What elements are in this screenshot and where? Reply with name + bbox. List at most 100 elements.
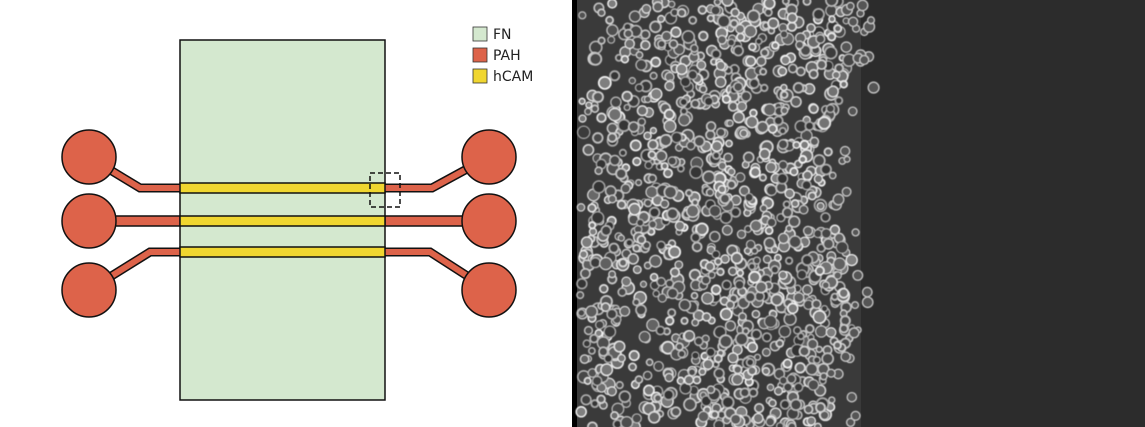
cell	[794, 362, 806, 374]
cell-cluster	[575, 0, 880, 427]
cell	[706, 385, 716, 394]
cell	[636, 105, 648, 117]
cell	[726, 179, 737, 190]
cell	[847, 16, 859, 27]
cell	[738, 185, 750, 197]
legend-item-hcam: hCAM	[472, 68, 533, 85]
cell	[716, 267, 725, 277]
cell	[781, 207, 794, 219]
cell	[608, 242, 620, 254]
cell	[808, 103, 819, 114]
cell	[802, 170, 813, 181]
cell	[797, 332, 805, 341]
cell	[632, 244, 641, 253]
cell	[711, 140, 723, 152]
cell	[716, 14, 731, 29]
cell	[647, 173, 658, 184]
cell	[808, 68, 819, 80]
cell	[708, 204, 722, 218]
cell	[795, 66, 806, 77]
cell	[727, 167, 736, 176]
cell	[709, 230, 721, 243]
cell	[725, 300, 735, 310]
cell	[666, 207, 679, 220]
cell	[596, 394, 606, 404]
cell	[764, 314, 778, 328]
cell	[787, 63, 798, 74]
cell	[792, 141, 801, 149]
cell	[754, 291, 765, 302]
cell	[600, 302, 611, 313]
cell	[686, 204, 700, 218]
cell	[591, 375, 603, 387]
legend-swatch-fn	[472, 26, 488, 42]
cell	[744, 291, 757, 303]
cell	[657, 293, 667, 303]
cell	[621, 90, 633, 103]
cell	[607, 35, 616, 44]
cell	[729, 19, 739, 29]
cell	[607, 194, 617, 204]
cell	[607, 0, 618, 9]
cell	[697, 410, 710, 423]
cell	[731, 373, 744, 386]
cell	[756, 120, 769, 134]
cell	[851, 301, 860, 310]
cell	[577, 308, 586, 317]
cell	[782, 358, 793, 369]
cell	[576, 278, 588, 290]
cell	[621, 276, 632, 287]
cell	[839, 145, 851, 157]
cell	[587, 346, 596, 355]
cell	[753, 353, 762, 361]
cell	[764, 226, 774, 235]
cell	[635, 58, 648, 71]
cell	[670, 8, 679, 17]
cell	[767, 123, 778, 134]
cell	[667, 156, 677, 166]
legend-swatch-pah	[472, 47, 488, 63]
cell	[624, 238, 634, 248]
cell	[634, 83, 644, 93]
cell	[700, 395, 712, 407]
cell	[719, 307, 733, 321]
cell	[645, 185, 658, 199]
cell	[846, 391, 858, 403]
cell	[648, 206, 661, 219]
cell	[681, 30, 696, 44]
cell	[638, 330, 651, 343]
cell	[712, 151, 721, 160]
cell	[847, 106, 858, 117]
cell	[715, 127, 726, 138]
cell	[680, 316, 689, 325]
cell	[677, 8, 687, 18]
cell	[597, 8, 606, 17]
cell	[734, 332, 749, 346]
cell	[584, 107, 592, 116]
cell	[649, 272, 659, 282]
cell	[657, 14, 666, 23]
cell	[580, 236, 593, 249]
cell	[815, 345, 823, 354]
cell	[664, 372, 674, 383]
cell	[698, 84, 708, 94]
cell	[582, 339, 592, 348]
cell	[623, 103, 631, 112]
cell	[815, 402, 826, 413]
cell	[792, 82, 805, 94]
cell	[790, 96, 802, 108]
cell	[592, 180, 606, 194]
cell	[755, 37, 763, 46]
cell	[820, 212, 831, 223]
cell	[832, 193, 845, 206]
panel-divider	[572, 0, 577, 427]
cell	[710, 410, 720, 419]
cell	[663, 168, 673, 179]
cell	[727, 38, 736, 47]
track-bottom-hcam	[179, 246, 386, 258]
cell	[669, 267, 681, 278]
cell	[828, 171, 837, 180]
cell	[718, 161, 727, 171]
cell	[698, 367, 707, 376]
cell	[783, 382, 793, 392]
